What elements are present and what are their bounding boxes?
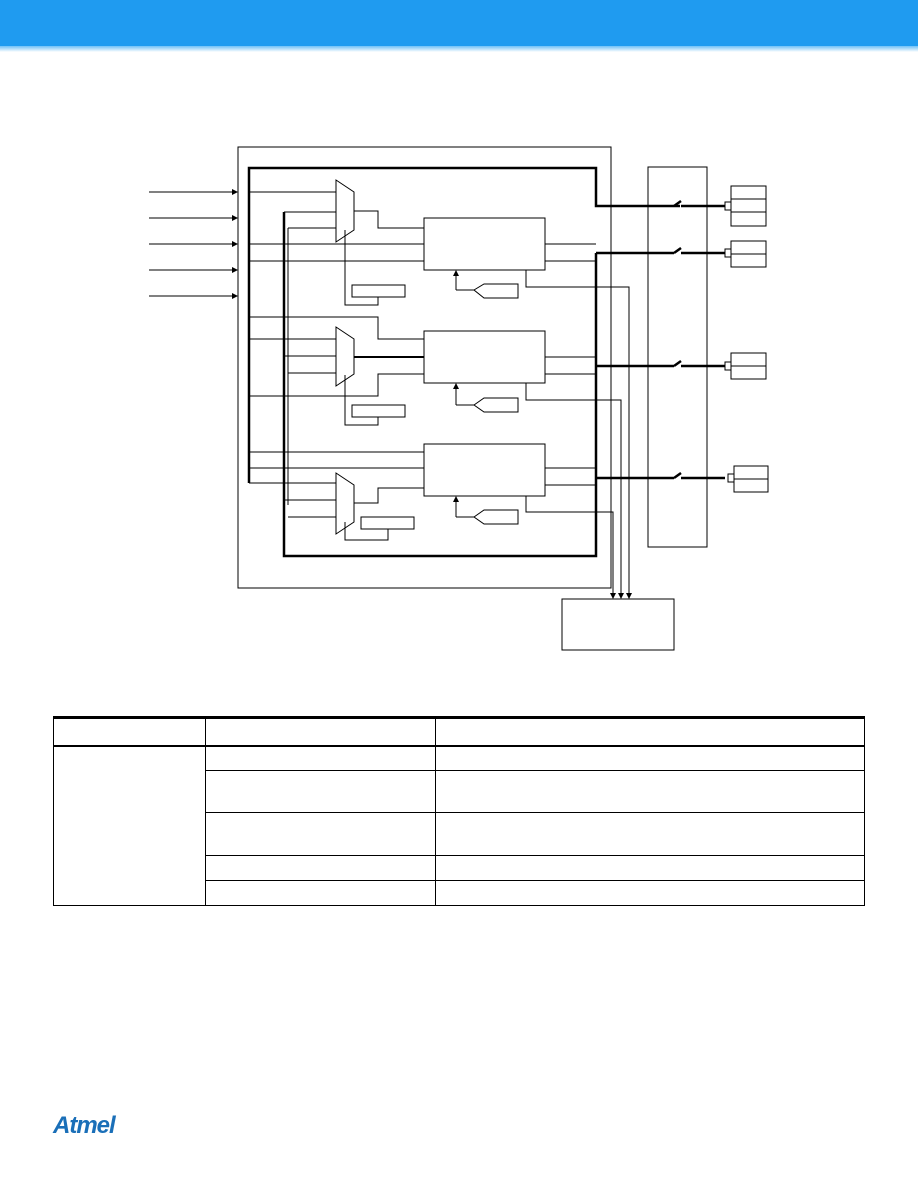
mux-2: [335, 326, 355, 387]
table-cell-signal: [205, 880, 436, 906]
outer-frame: [237, 146, 612, 589]
channel-2-reg: [351, 404, 406, 418]
table-cell-description: [435, 855, 865, 881]
channel-1-block: [423, 217, 546, 271]
mux-1: [335, 179, 355, 243]
input-arrows: [149, 189, 238, 299]
mux-3: [335, 472, 355, 535]
atmel-logo: Atmel: [53, 1112, 116, 1139]
output-pin-3: [724, 352, 767, 380]
channel-1-reg: [351, 284, 406, 298]
thick-bus-outer: [247, 166, 680, 483]
table-header-cell: [53, 716, 206, 747]
table-row: [53, 745, 865, 906]
table-row: [54, 855, 865, 881]
table-cell-description: [435, 880, 865, 906]
table-header-cell: [205, 716, 436, 747]
block-diagram: [149, 146, 769, 651]
table-cell-signal: [205, 745, 436, 771]
table-cell-signal: [205, 770, 436, 813]
table-row: [54, 880, 865, 906]
output-pin-4: [727, 465, 769, 493]
controller-block: [561, 598, 675, 651]
channel-3-clk: [473, 509, 519, 525]
table-cell-group: [53, 745, 206, 906]
signal-table: [53, 716, 865, 906]
io-port-column: [647, 166, 708, 548]
table-cell-description: [435, 812, 865, 856]
channel-2-block: [423, 330, 546, 384]
table-cell-description: [435, 770, 865, 813]
channel-3-reg: [360, 516, 415, 530]
output-pin-1: [724, 185, 767, 227]
thick-bus-inner: [282, 212, 598, 558]
table-header-row: [53, 716, 865, 747]
channel-3-block: [423, 443, 546, 497]
table-cell-description: [435, 745, 865, 771]
header-bar-shadow: [0, 46, 918, 52]
table-header-cell: [435, 716, 865, 747]
table-cell-signal: [205, 812, 436, 856]
header-bar: [0, 0, 918, 46]
channel-2-clk: [473, 397, 519, 413]
table-row: [54, 812, 865, 856]
table-cell-signal: [205, 855, 436, 881]
channel-1-clk: [473, 283, 519, 299]
output-pin-2: [724, 240, 767, 268]
table-row: [54, 770, 865, 813]
